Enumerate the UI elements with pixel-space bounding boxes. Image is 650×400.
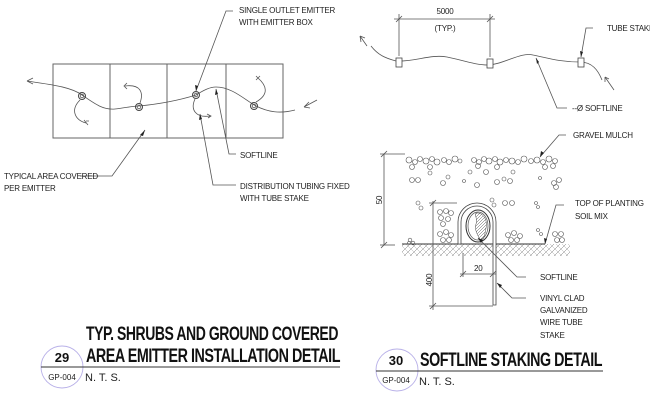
detail-30-plan: 5000 (TYP.) TUBE STAKE --Ø SOFTLINE	[359, 7, 650, 113]
tube-stake-icon	[486, 58, 494, 69]
sheet-reference: GP-004	[382, 376, 410, 385]
detail-29-drawing: SINGLE OUTLET EMITTER WITH EMITTER BOX S…	[4, 6, 350, 203]
tube-stake-icon	[577, 57, 585, 68]
flow-arrow-icon	[26, 77, 34, 85]
wire-tube-stake	[457, 202, 497, 306]
distribution-tube	[123, 82, 142, 104]
detail-title: SOFTLINE STAKING DETAIL	[420, 350, 603, 371]
detail-30-title-block: 30 GP-004 SOFTLINE STAKING DETAIL N. T. …	[375, 348, 603, 392]
scale-note: N. T. S.	[419, 376, 455, 388]
tube-stake-icon	[395, 57, 403, 68]
distribution-tube	[255, 75, 266, 103]
label-softline-plan: --Ø SOFTLINE	[572, 104, 623, 113]
leader-line	[535, 57, 567, 109]
sheet-reference: GP-004	[48, 373, 76, 382]
scale-note: N. T. S.	[85, 372, 121, 384]
label-distribution-tubing: DISTRIBUTION TUBING FIXED	[240, 182, 350, 191]
label-stake: STAKE	[540, 331, 565, 340]
label-single-outlet-emitter-2: WITH EMITTER BOX	[239, 18, 314, 27]
emitter-icon	[135, 103, 143, 111]
soil-hatch	[402, 244, 570, 256]
distribution-tube	[74, 99, 89, 126]
label-gravel-mulch: GRAVEL MULCH	[573, 131, 633, 140]
leader-line	[195, 10, 233, 92]
gravel-mulch	[405, 155, 565, 246]
softline-pipe-section	[457, 202, 497, 306]
leader-line	[477, 237, 526, 278]
flow-arrow-icon	[604, 76, 615, 91]
detail-number: 30	[389, 353, 403, 368]
dimension-20: 20	[474, 264, 483, 273]
label-top-of-planting: TOP OF PLANTING	[575, 199, 644, 208]
flow-arrow-icon	[303, 99, 318, 109]
detail-number: 29	[55, 350, 69, 365]
leader-line	[199, 113, 236, 186]
leader-line	[539, 134, 566, 158]
leader-line	[580, 27, 593, 58]
distribution-tube	[192, 98, 212, 119]
detail-badge-circle	[375, 348, 419, 392]
label-wire-tube: WIRE TUBE	[540, 318, 583, 327]
dimension-spacing-note: (TYP.)	[435, 24, 456, 33]
emitter-icon	[250, 102, 258, 110]
label-soil-mix: SOIL MIX	[575, 212, 609, 221]
label-typical-area-2: PER EMITTER	[4, 184, 56, 193]
softline-path	[370, 45, 603, 81]
dimension-spacing: 5000	[437, 7, 455, 16]
flow-arrow-icon	[359, 35, 368, 47]
detail-29-title-block: 29 GP-004 TYP. SHRUBS AND GROUND COVERED…	[40, 324, 341, 389]
label-tube-stake: TUBE STAKE	[607, 24, 650, 33]
dimension-50: 50	[375, 195, 384, 204]
dimension-400: 400	[425, 273, 434, 286]
label-single-outlet-emitter: SINGLE OUTLET EMITTER	[239, 6, 336, 15]
label-softline: SOFTLINE	[240, 151, 278, 160]
detail-title-line-1: TYP. SHRUBS AND GROUND COVERED	[86, 324, 338, 345]
label-vinyl-clad: VINYL CLAD	[540, 294, 585, 303]
label-typical-area: TYPICAL AREA COVERED	[4, 172, 98, 181]
label-galvanized: GALVANIZED	[540, 306, 588, 315]
leader-line	[215, 88, 236, 155]
detail-title-line-2: AREA EMITTER INSTALLATION DETAIL	[86, 346, 341, 367]
emitter-area-grid	[52, 63, 284, 139]
leader-line	[80, 129, 146, 177]
leader-line	[496, 282, 526, 299]
emitter-icon	[192, 91, 200, 99]
label-distribution-tubing-2: WITH TUBE STAKE	[240, 194, 309, 203]
emitter-icon	[78, 92, 86, 100]
leader-line	[544, 204, 564, 245]
detail-30-section: 50 400 20 GRAVEL MULCH TOP OF PLANTING S…	[375, 131, 644, 340]
label-softline-section: SOFTLINE	[540, 273, 578, 282]
